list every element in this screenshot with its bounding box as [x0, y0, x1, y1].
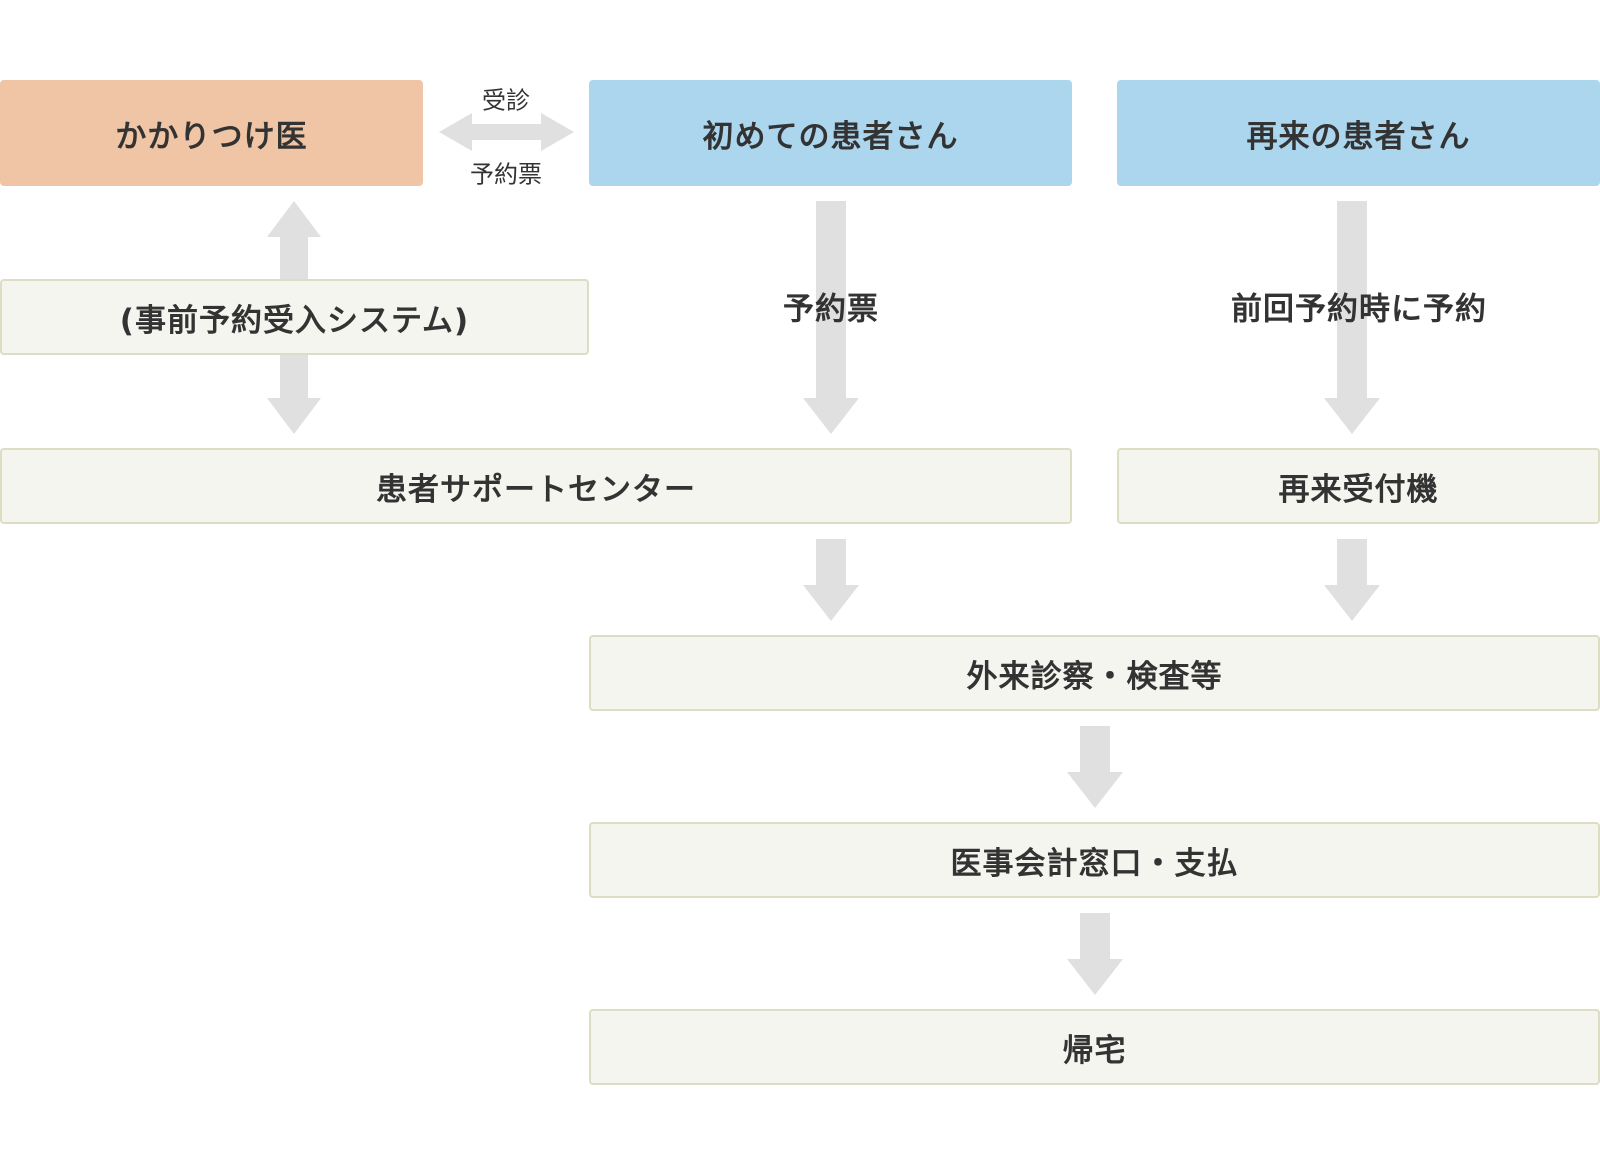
reception-down-arrow	[1324, 539, 1380, 621]
support-center-box: 患者サポートセンター	[0, 448, 1072, 524]
payment-down-arrow	[1067, 913, 1123, 995]
go-home-box: 帰宅	[589, 1009, 1600, 1085]
prior-booking-label: 前回予約時に予約	[1231, 291, 1487, 328]
new-patient-box: 初めての患者さん	[589, 80, 1072, 186]
payment-label: 医事会計窓口・支払	[950, 845, 1239, 882]
reception-machine-label: 再来受付機	[1278, 471, 1439, 508]
ticket-small-label: 予約票	[470, 160, 542, 189]
doctor-newpatient-double-arrow	[439, 113, 574, 151]
reservation-system-box: (事前予約受入システム)	[0, 279, 589, 355]
reception-machine-box: 再来受付機	[1117, 448, 1600, 524]
outpatient-down-arrow	[1067, 726, 1123, 808]
payment-box: 医事会計窓口・支払	[589, 822, 1600, 898]
support-center-label: 患者サポートセンター	[376, 471, 696, 508]
doctor-label: かかりつけ医	[115, 118, 308, 155]
support-down-arrow	[803, 539, 859, 621]
go-home-label: 帰宅	[1062, 1032, 1127, 1069]
doctor-box: かかりつけ医	[0, 80, 423, 186]
returning-patient-box: 再来の患者さん	[1117, 80, 1600, 186]
ticket-label: 予約票	[783, 291, 879, 328]
outpatient-label: 外来診察・検査等	[966, 658, 1223, 695]
reservation-system-label: (事前予約受入システム)	[119, 302, 470, 339]
outpatient-box: 外来診察・検査等	[589, 635, 1600, 711]
returning-down-arrow	[1324, 201, 1380, 434]
newpatient-down-arrow	[803, 201, 859, 434]
new-patient-label: 初めての患者さん	[702, 118, 959, 155]
returning-patient-label: 再来の患者さん	[1246, 118, 1471, 155]
consult-label: 受診	[482, 86, 530, 115]
